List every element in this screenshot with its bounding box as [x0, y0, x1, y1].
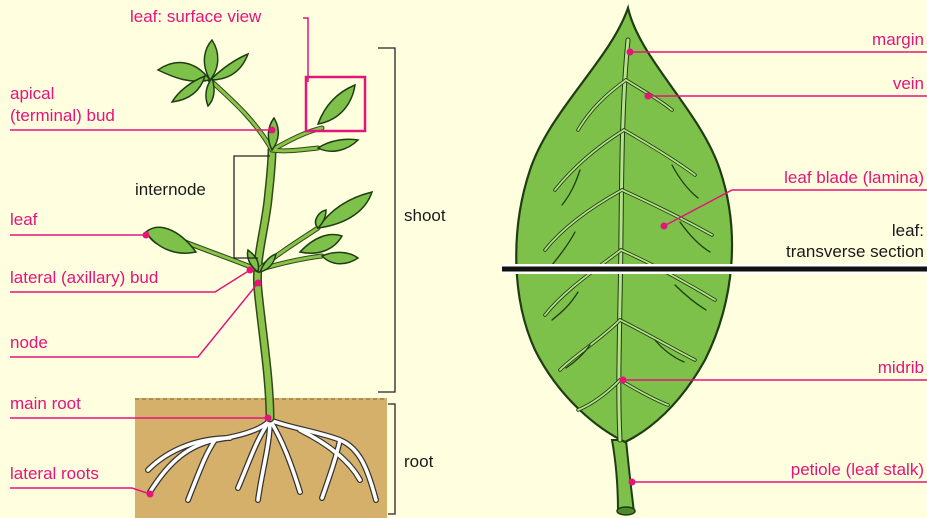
- label-midrib: midrib: [878, 358, 924, 378]
- label-apical-bud-line2: (terminal) bud: [10, 106, 115, 126]
- label-lateral-roots: lateral roots: [10, 464, 99, 484]
- label-node: node: [10, 333, 48, 353]
- label-shoot: shoot: [404, 206, 446, 226]
- label-leaf-surface-view: leaf: surface view: [130, 7, 261, 27]
- label-transverse-line2: transverse section: [786, 242, 924, 262]
- label-vein: vein: [893, 74, 924, 94]
- label-internode: internode: [135, 180, 206, 200]
- shoot-bracket: [378, 48, 395, 392]
- label-root: root: [404, 452, 433, 472]
- label-margin: margin: [872, 30, 924, 50]
- root-bracket: [388, 404, 395, 514]
- label-apical-bud-line1: apical: [10, 84, 54, 104]
- label-leaf-blade: leaf blade (lamina): [784, 168, 924, 188]
- label-petiole: petiole (leaf stalk): [791, 460, 924, 480]
- petiole: [612, 440, 635, 515]
- label-transverse-line1: leaf:: [892, 221, 924, 241]
- branches: [180, 80, 322, 270]
- label-leaf: leaf: [10, 210, 37, 230]
- label-main-root: main root: [10, 394, 81, 414]
- label-lateral-bud: lateral (axillary) bud: [10, 268, 158, 288]
